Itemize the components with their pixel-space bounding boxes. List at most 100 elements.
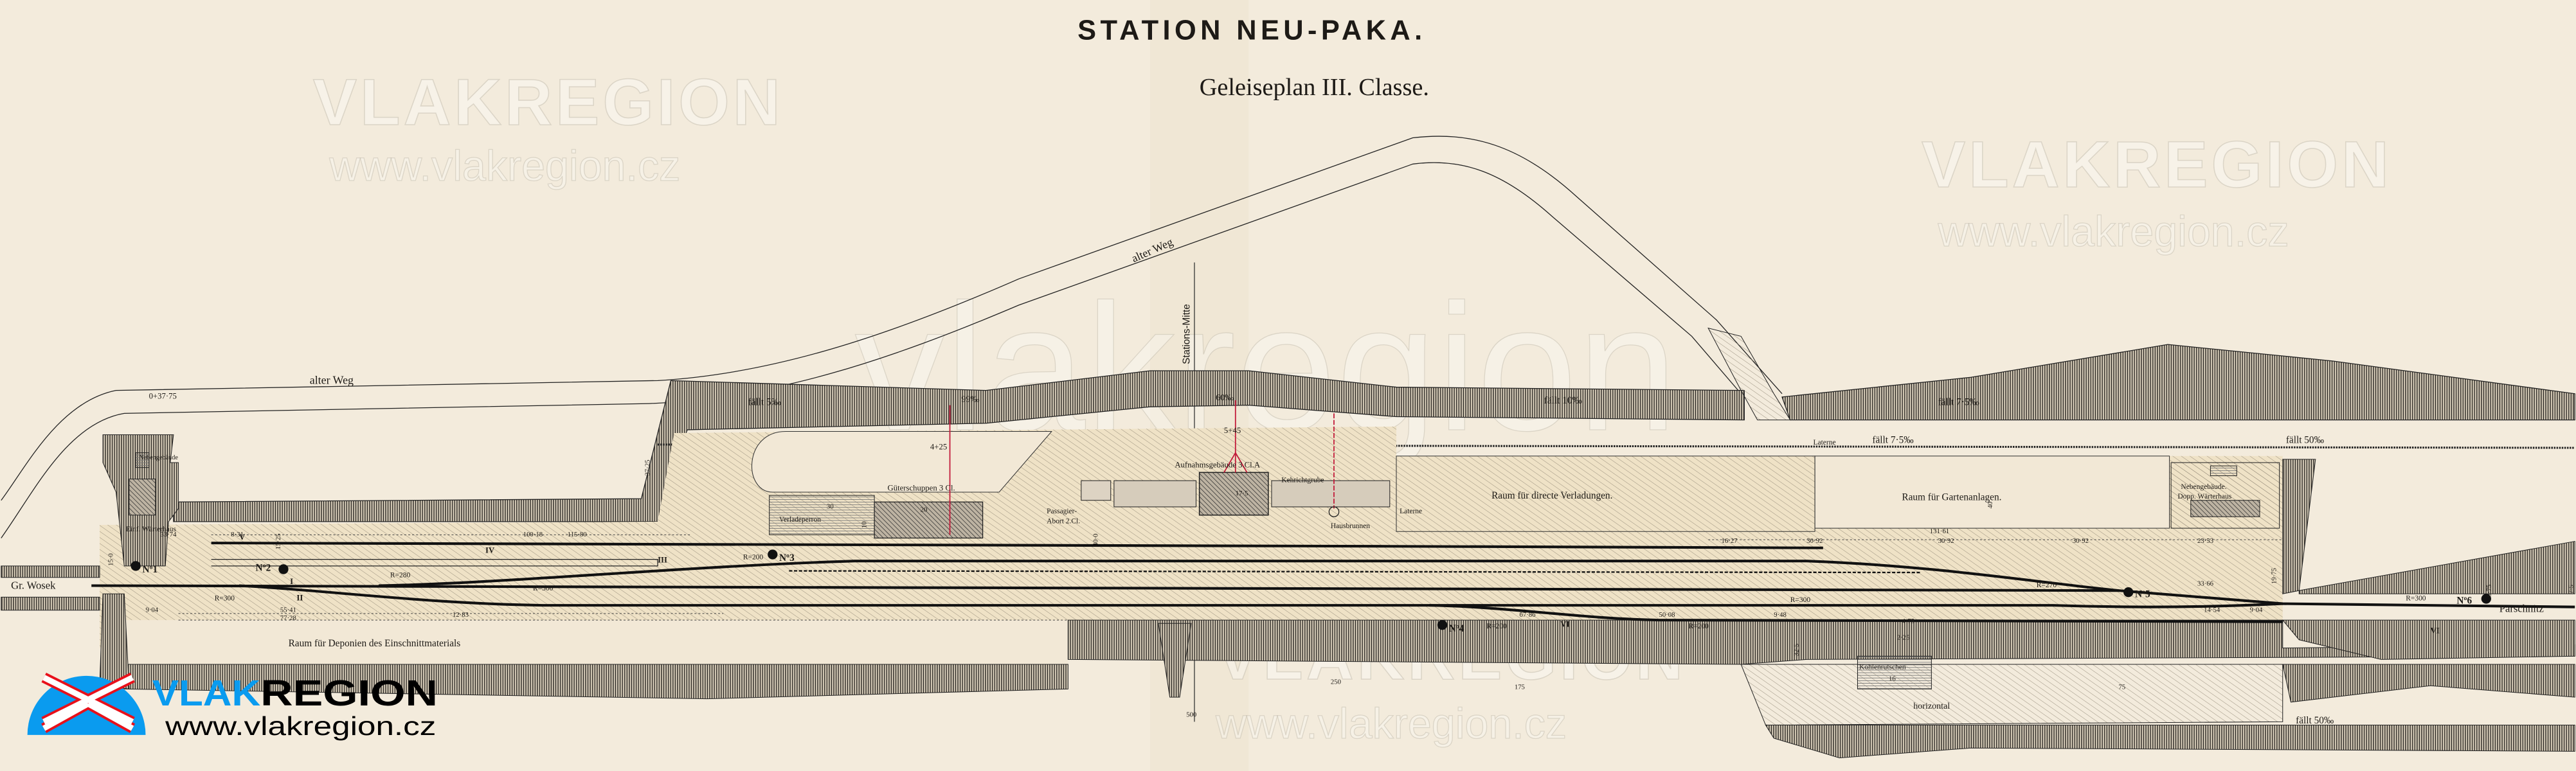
- track-ii: [239, 584, 2283, 608]
- culvert: [1158, 623, 1192, 698]
- loading-yard: [752, 430, 1052, 493]
- hausbrunnen-well-icon: [1328, 506, 1340, 517]
- kohlenrutschen-label: Kohlenrutschen: [1859, 664, 1906, 671]
- nebengebaeude-right-label: Nebengebäude.: [2181, 483, 2226, 491]
- vlakregion-logo: VLAK REGION www.vlakregion.cz: [27, 673, 438, 741]
- signal-label: Nº5: [2135, 589, 2150, 599]
- dimension-label: 4·75: [1902, 617, 1914, 625]
- verladeperron: [769, 495, 875, 535]
- svg-text:www.vlakregion.cz: www.vlakregion.cz: [1215, 700, 1567, 748]
- radius-label: R=200: [1688, 623, 1709, 630]
- right-cutting-lower: [2282, 619, 2575, 703]
- dimension-label: 250: [1331, 678, 1341, 686]
- signal-4: [1437, 620, 1448, 630]
- logo-url: www.vlakregion.cz: [165, 711, 437, 741]
- loading-stub: [211, 559, 658, 567]
- horizontal-label: horizontal: [1913, 701, 1950, 711]
- track-label: II: [296, 593, 303, 602]
- dimension-label: 500: [1186, 711, 1196, 719]
- dimension-label: 2·25: [1897, 634, 1910, 642]
- dimension-label: 16·27: [1722, 537, 1738, 545]
- watermark-top-left: VLAKREGION www.vlakregion.cz: [312, 65, 784, 190]
- track-iv: [379, 560, 2119, 592]
- dimension-label: 19·75: [2271, 568, 2278, 584]
- kehrichtgrube-building: [1271, 480, 1391, 508]
- track-v: [211, 542, 1823, 549]
- dimension-label: 9·04: [145, 606, 158, 614]
- direct-loading-label: Raum für directe Verladungen.: [1491, 490, 1612, 501]
- chainage-label: 0+37·75: [149, 391, 177, 400]
- signal-label: Nº1: [142, 564, 158, 575]
- dopp-waerterhaus-building: [2190, 500, 2260, 517]
- left-track-embankments: [1, 565, 100, 611]
- dimension-label: 10: [860, 521, 868, 528]
- horizontal-area: [1740, 664, 2283, 726]
- gueterschuppen-label: Güterschuppen 3 Cl.: [888, 483, 955, 492]
- track-label: VI: [1560, 619, 1569, 628]
- page-title: STATION NEU-PAKA.: [1077, 15, 1426, 46]
- deposit-area: [124, 620, 1068, 665]
- gradient-label: fällt 7·5‰: [1938, 397, 1979, 408]
- dimension-label: 77·28: [280, 614, 296, 622]
- lower-right-bottom-embankment: [1765, 725, 2575, 759]
- dimension-label: 37·25: [644, 459, 651, 475]
- dimension-label: 115·80: [568, 531, 587, 538]
- old-road-edge-inner: [1, 162, 1742, 538]
- station-axis-label: Stations-Mitte: [1181, 304, 1192, 364]
- gradient-label: fällt 50‰: [2286, 434, 2324, 445]
- radius-label: R=300: [1790, 596, 1811, 604]
- station-yard-hatch: [99, 426, 2283, 648]
- dimension-label: 30·92: [1938, 537, 1954, 545]
- dimension-label: 30: [827, 502, 834, 510]
- dimension-label: 16: [1889, 675, 1896, 683]
- dimension-label: 33·66: [2197, 580, 2214, 587]
- track-iii-dashed: [789, 570, 1922, 574]
- gradient-label: 99‰: [961, 394, 979, 405]
- track-vi: [1429, 604, 2283, 623]
- gradient-label: fällt 10‰: [1544, 395, 1582, 406]
- svg-text:VLAKREGION: VLAKREGION: [1922, 128, 2392, 201]
- fence-line: [658, 443, 2575, 449]
- old-road-label: alter Weg: [310, 373, 354, 386]
- gueterschuppen-building: [874, 501, 984, 539]
- dimension-label: 131·61: [1930, 527, 1949, 535]
- gradient-label: fällt 7·5‰: [1872, 434, 1913, 445]
- passagier-abort-label-2: Abort 2.Cl.: [1047, 517, 1080, 525]
- direct-loading-area: [1396, 456, 1815, 532]
- dimension-label: 33·74: [160, 531, 177, 538]
- dimension-label: 15·0: [107, 553, 114, 566]
- dimension-label: 9·04: [2250, 606, 2263, 614]
- radius-label: R=270: [2037, 581, 2057, 589]
- kehrichtgrube-label: Kehrichtgrube: [1281, 477, 1324, 484]
- signal-6: [2481, 594, 2491, 604]
- logo-brand-region: REGION: [260, 673, 438, 713]
- gradient-label: fällt 5‰: [748, 397, 781, 408]
- logo-brand-vlak: VLAK: [152, 673, 261, 713]
- dimension-label: 9·48: [1774, 611, 1787, 619]
- right-hill-embankment: [1781, 344, 2575, 421]
- track-main: [91, 584, 2575, 608]
- chainage-label: 5+45: [1224, 426, 1241, 435]
- station-annex-building: [1113, 480, 1197, 508]
- station-left-label: Gr. Wosek: [11, 580, 56, 592]
- dimension-label: 30·92: [1806, 537, 1823, 545]
- track-label: III: [658, 556, 667, 565]
- dimension-label: 55·41: [280, 606, 296, 614]
- right-cutting-upper: [2282, 459, 2575, 594]
- signal-label: Nº2: [256, 563, 271, 574]
- svg-text:VLAKREGION: VLAKREGION: [313, 66, 784, 139]
- svg-text:www.vlakregion.cz: www.vlakregion.cz: [1938, 208, 2289, 256]
- radius-label: R=280: [390, 572, 411, 580]
- einf-waerterhaus-building: [129, 479, 156, 516]
- dopp-waerterhaus-label: Dopp. Wärterhaus: [2177, 493, 2231, 501]
- dimension-label: 40: [1986, 502, 1994, 509]
- radius-label: R=300: [215, 594, 235, 602]
- garden-area: [1814, 456, 2170, 529]
- dimension-label: 75: [2118, 683, 2125, 691]
- dimension-label: 15·25: [275, 533, 282, 549]
- dimension-label: 30·92: [2073, 537, 2089, 545]
- signal-label: Nº3: [779, 553, 795, 563]
- left-nebengebaeude-building: [135, 452, 150, 468]
- track-label: V: [239, 533, 246, 542]
